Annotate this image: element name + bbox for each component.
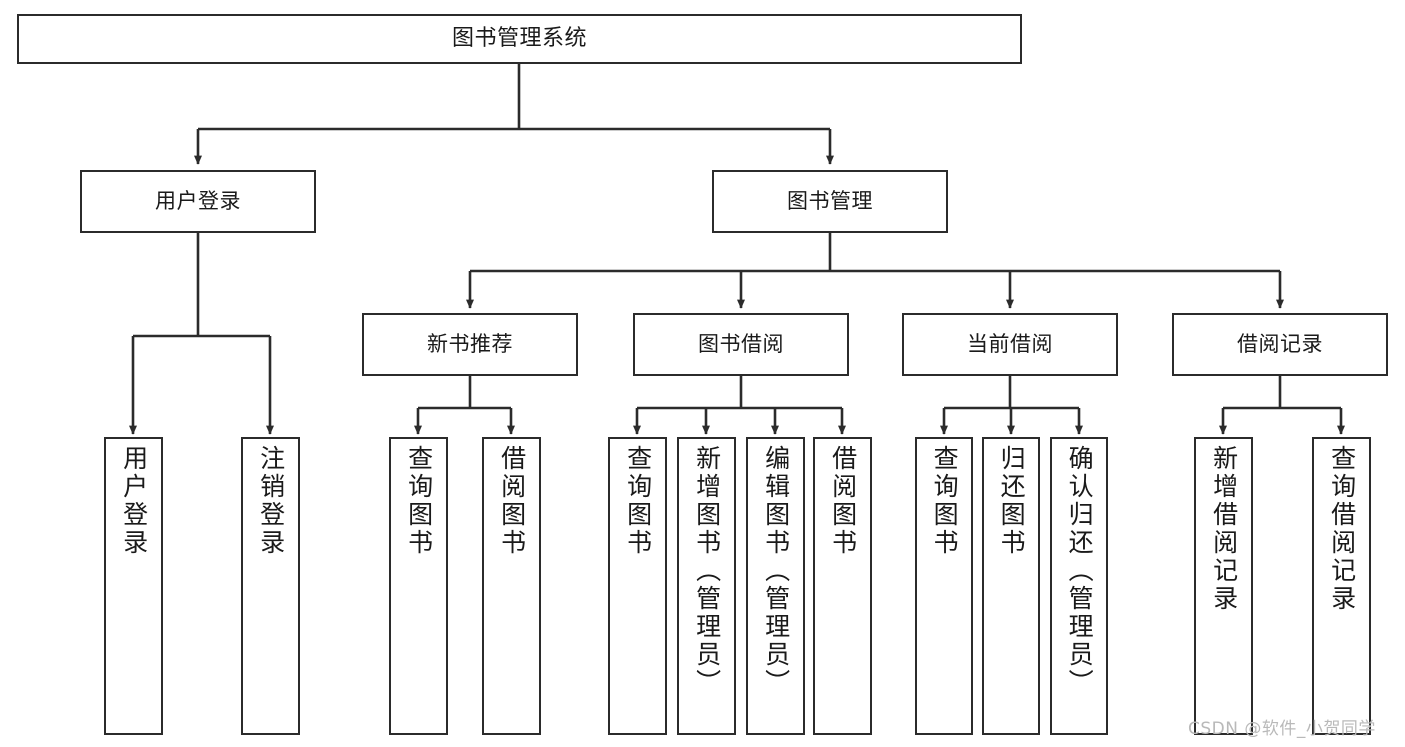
- node-user-login[interactable]: 用户登录: [80, 170, 316, 233]
- node-label: 当前借阅: [967, 331, 1053, 356]
- leaf-edit-book-admin[interactable]: 编辑图书（管理员）: [746, 437, 805, 735]
- node-label: 查询借阅记录: [1327, 445, 1357, 613]
- node-borrowing-record[interactable]: 借阅记录: [1172, 313, 1388, 376]
- leaf-add-book-admin[interactable]: 新增图书（管理员）: [677, 437, 736, 735]
- node-current-borrowing[interactable]: 当前借阅: [902, 313, 1118, 376]
- node-label: 编辑图书（管理员）: [761, 445, 791, 697]
- node-label: 图书管理: [787, 188, 873, 213]
- node-label: 图书管理系统: [451, 25, 587, 51]
- leaf-add-borrow-record[interactable]: 新增借阅记录: [1194, 437, 1253, 735]
- node-label: 用户登录: [119, 445, 149, 557]
- leaf-user-login[interactable]: 用户登录: [104, 437, 163, 735]
- leaf-logout[interactable]: 注销登录: [241, 437, 300, 735]
- node-book-borrowing[interactable]: 图书借阅: [633, 313, 849, 376]
- leaf-query-borrow-record[interactable]: 查询借阅记录: [1312, 437, 1371, 735]
- node-label: 注销登录: [256, 445, 286, 557]
- node-label: 查询图书: [930, 445, 960, 557]
- node-root-book-management-system[interactable]: 图书管理系统: [17, 14, 1022, 64]
- node-new-book-recommendation[interactable]: 新书推荐: [362, 313, 578, 376]
- leaf-query-book-recommend[interactable]: 查询图书: [389, 437, 448, 735]
- node-label: 借阅图书: [497, 445, 527, 557]
- node-label: 新增借阅记录: [1209, 445, 1239, 613]
- leaf-query-book-borrow[interactable]: 查询图书: [608, 437, 667, 735]
- node-label: 图书借阅: [698, 331, 784, 356]
- leaf-confirm-return-admin[interactable]: 确认归还（管理员）: [1050, 437, 1108, 735]
- leaf-borrow-book[interactable]: 借阅图书: [813, 437, 872, 735]
- leaf-borrow-book-recommend[interactable]: 借阅图书: [482, 437, 541, 735]
- node-book-management[interactable]: 图书管理: [712, 170, 948, 233]
- node-label: 新增图书（管理员）: [692, 445, 722, 697]
- leaf-return-book[interactable]: 归还图书: [982, 437, 1040, 735]
- node-label: 归还图书: [997, 445, 1027, 557]
- node-label: 查询图书: [623, 445, 653, 557]
- node-label: 借阅记录: [1237, 331, 1323, 356]
- leaf-query-book-current[interactable]: 查询图书: [915, 437, 973, 735]
- node-label: 查询图书: [404, 445, 434, 557]
- node-label: 用户登录: [155, 188, 241, 213]
- node-label: 新书推荐: [427, 331, 513, 356]
- node-label: 确认归还（管理员）: [1065, 445, 1095, 697]
- node-label: 借阅图书: [828, 445, 858, 557]
